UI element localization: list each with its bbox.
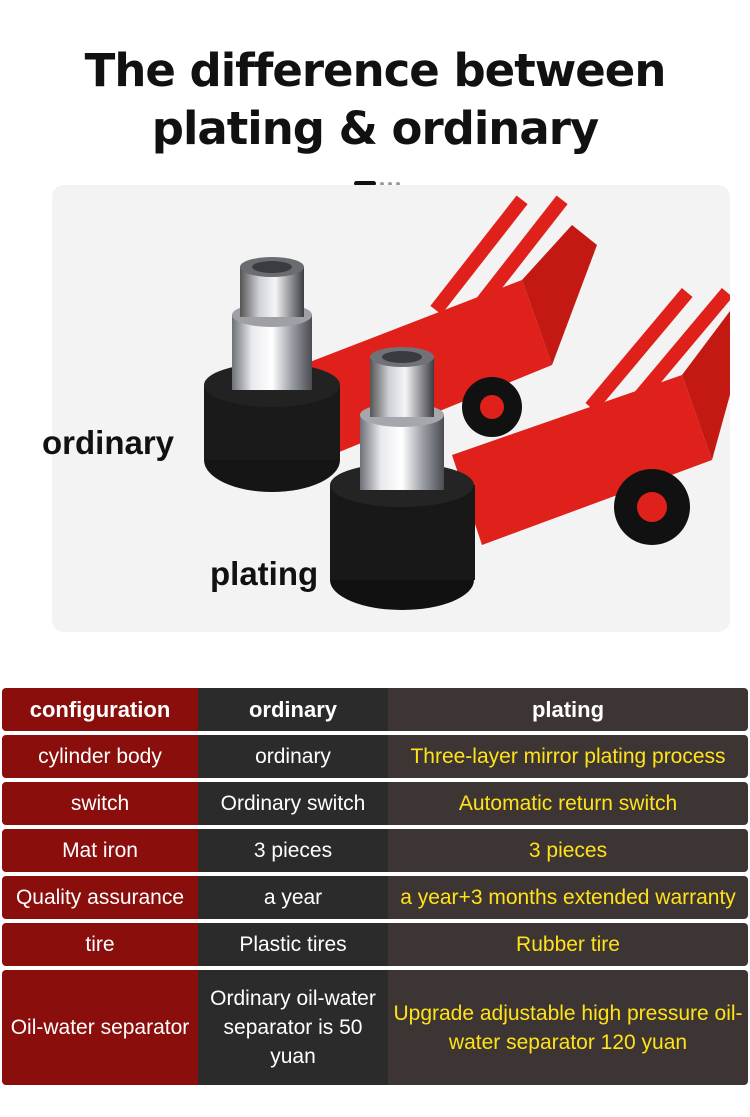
carousel-dot (388, 181, 392, 186)
carousel-dot (380, 181, 384, 186)
title-line-2: plating & ordinary (151, 102, 599, 155)
ordinary-cell: Ordinary switch (198, 782, 388, 825)
table-row: tire Plastic tires Rubber tire (2, 923, 748, 966)
header-ordinary: ordinary (198, 688, 388, 731)
ordinary-cell: a year (198, 876, 388, 919)
config-cell: Oil-water separator (2, 970, 198, 1085)
label-plating: plating (210, 555, 319, 592)
page-title: The difference between plating & ordinar… (0, 42, 750, 158)
config-cell: switch (2, 782, 198, 825)
plating-cell: a year+3 months extended warranty (388, 876, 748, 919)
config-cell: Quality assurance (2, 876, 198, 919)
config-cell: cylinder body (2, 735, 198, 778)
table-row: Mat iron 3 pieces 3 pieces (2, 829, 748, 872)
plating-cell: Automatic return switch (388, 782, 748, 825)
table-row: Quality assurance a year a year+3 months… (2, 876, 748, 919)
plating-cell: Three-layer mirror plating process (388, 735, 748, 778)
label-ordinary: ordinary (42, 424, 175, 461)
table-row: Oil-water separator Ordinary oil-water s… (2, 970, 748, 1085)
table-row: switch Ordinary switch Automatic return … (2, 782, 748, 825)
carousel-dot (396, 181, 400, 186)
header-plating: plating (388, 688, 748, 731)
table-header-row: configuration ordinary plating (2, 688, 748, 731)
title-line-1: The difference between (84, 44, 667, 97)
plating-cell: 3 pieces (388, 829, 748, 872)
config-cell: Mat iron (2, 829, 198, 872)
plating-jack (330, 288, 730, 610)
carousel-dots (354, 181, 400, 186)
ordinary-cell: ordinary (198, 735, 388, 778)
table-row: cylinder body ordinary Three-layer mirro… (2, 735, 748, 778)
ordinary-cell: Plastic tires (198, 923, 388, 966)
carousel-dot-active (354, 181, 376, 186)
product-photo (52, 185, 730, 632)
ordinary-cell: 3 pieces (198, 829, 388, 872)
plating-cell: Rubber tire (388, 923, 748, 966)
comparison-table: configuration ordinary plating cylinder … (2, 684, 748, 1089)
config-cell: tire (2, 923, 198, 966)
ordinary-cell: Ordinary oil-water separator is 50 yuan (198, 970, 388, 1085)
plating-cell: Upgrade adjustable high pressure oil-wat… (388, 970, 748, 1085)
jack-illustration (204, 195, 730, 610)
header-configuration: configuration (2, 688, 198, 731)
